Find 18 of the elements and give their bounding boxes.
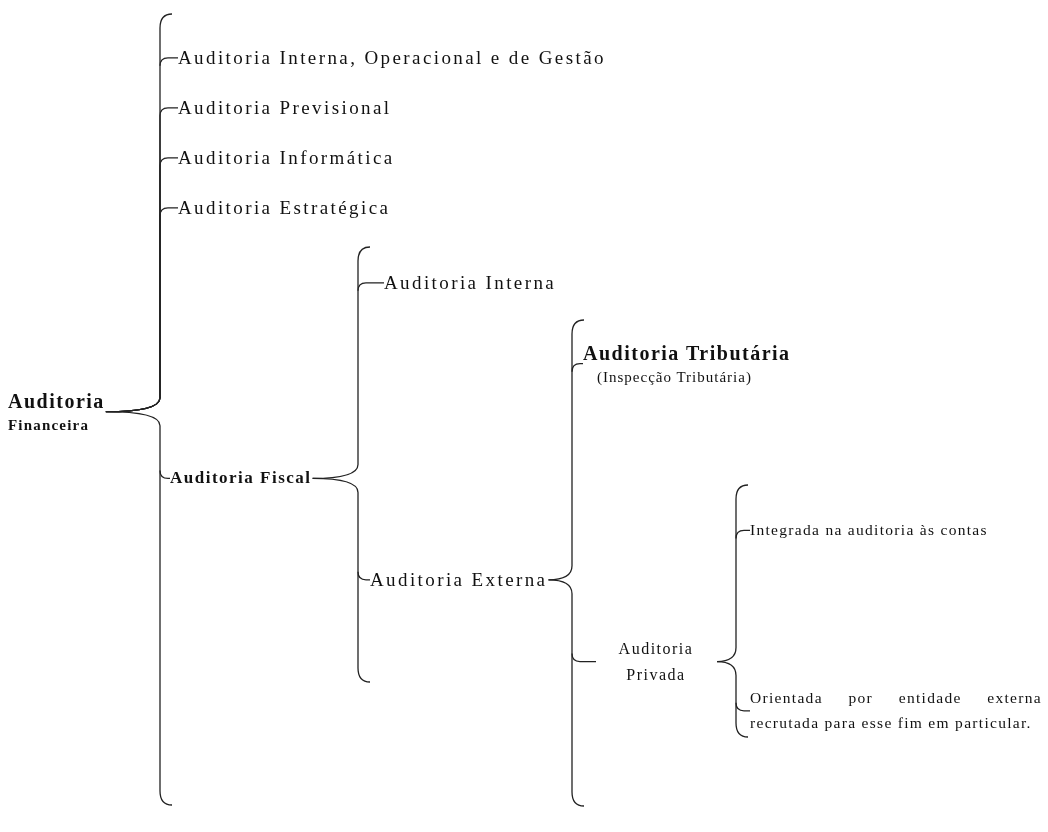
node-label: Auditoria Estratégica	[178, 196, 391, 220]
brace-line	[311, 477, 371, 581]
node-label: Integrada na auditoria às contas	[750, 520, 989, 540]
node-label: Auditoria Informática	[178, 146, 395, 170]
node-label: Auditoria Tributária	[583, 341, 791, 366]
brace-line	[547, 579, 597, 663]
node-sublabel: (Inspecção Tributária)	[596, 368, 753, 387]
node-label: Auditoria Externa	[370, 568, 548, 592]
node-label: Orientada por entidade externa recrutada para esse fim em particular.	[750, 688, 1042, 733]
node-label: Auditoria Privada	[617, 639, 695, 685]
node-label: Auditoria Interna, Operacional e de Gestão	[178, 46, 606, 70]
node-label: Auditoria Interna	[384, 271, 557, 295]
node-label: Auditoria Fiscal	[170, 467, 312, 489]
brace-line	[716, 660, 751, 712]
node-label: Auditoria Previsional	[178, 96, 392, 120]
node-label: Auditoria	[8, 389, 105, 414]
brace-line	[105, 411, 171, 480]
node-sublabel: Financeira	[8, 416, 91, 435]
